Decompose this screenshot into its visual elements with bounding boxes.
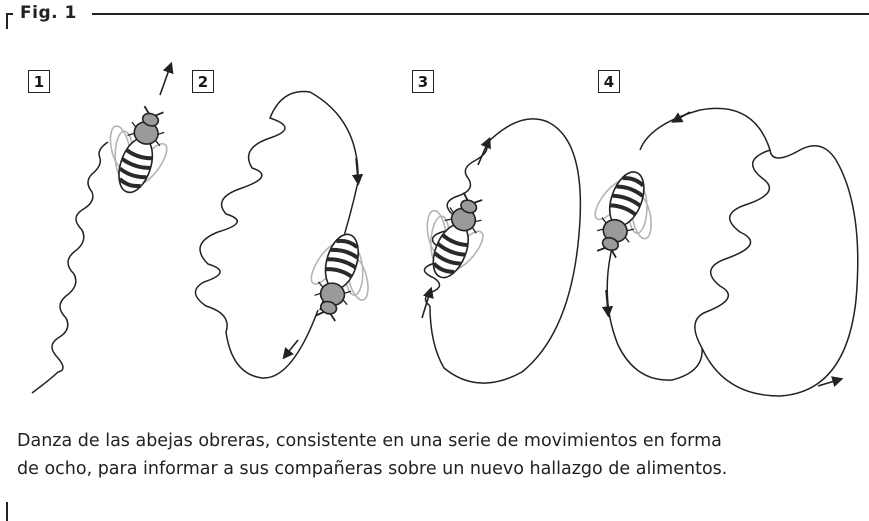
panel-4-waggle-path [694,149,771,349]
figure-caption: Danza de las abejas obreras, consistente… [17,427,857,483]
panel-3-loop-path [429,118,582,384]
panel-1-direction-arrow [159,61,174,96]
panel-3-arrow-up-upper [477,136,491,166]
frame-corner-top-h [6,13,13,15]
step-label-3: 3 [412,70,434,93]
panel-2-arrow-down [351,157,364,186]
panel-4-outer-path [606,107,859,397]
step-label-2: 2 [192,70,214,93]
panel-2-arrow-back [282,339,299,360]
caption-line-2: de ocho, para informar a sus compañeras … [17,459,728,479]
panel-2-loop-path [194,90,359,379]
panel-3-waggle-path [423,143,488,307]
panel-4-arrow-top [671,111,691,123]
frame-corner-bottom [6,502,8,521]
panel-4 [576,107,859,397]
panel-3-arrow-up-lower [421,286,434,319]
panel-3 [402,118,582,384]
figure-label: Fig. 1 [20,3,77,23]
panel-1 [31,61,185,394]
frame-corner-top [6,13,8,29]
step-label-1: 1 [28,70,50,93]
figure-rule [92,13,869,15]
bee-icon [88,95,185,204]
panel-2 [194,90,389,379]
panel-4-arrow-left [601,289,614,318]
caption-line-1: Danza de las abejas obreras, consistente… [17,431,722,451]
panel-1-waggle-path [31,141,109,394]
panel-4-arrow-bottom [817,376,844,387]
step-label-4: 4 [598,70,620,93]
bee-icon [294,224,389,331]
bee-icon [576,160,675,270]
